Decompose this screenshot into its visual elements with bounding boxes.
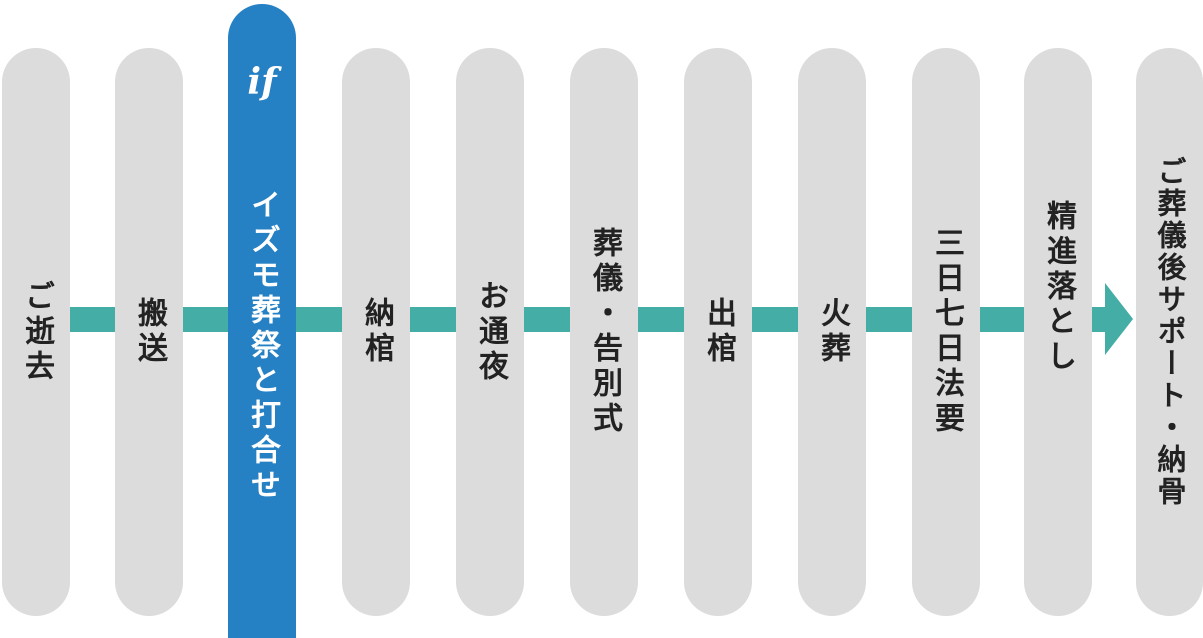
step-wake: お通夜 [456, 48, 524, 616]
connector-bar [402, 307, 465, 332]
step-departure: 出棺 [684, 48, 752, 616]
step-label: 精進落とし [1041, 199, 1076, 375]
step-label: 三日七日法要 [929, 227, 964, 437]
step-label: 搬送 [132, 297, 167, 367]
connector-bar [744, 307, 807, 332]
step-after-support: ご葬儀後サポート・納骨 [1136, 48, 1203, 616]
connector-bar [858, 307, 921, 332]
brand-logo: if [247, 61, 277, 103]
step-funeral-ceremony: 葬儀・告別式 [570, 48, 638, 616]
connector-bar [630, 307, 693, 332]
step-transport: 搬送 [115, 48, 183, 616]
connector-bar [516, 307, 579, 332]
step-label: 葬儀・告別式 [587, 227, 622, 437]
step-post-funeral-meal: 精進落とし [1024, 48, 1092, 616]
step-label: イズモ葬祭と打合せ [245, 188, 280, 504]
step-label: お通夜 [473, 279, 508, 385]
step-label: ご葬儀後サポート・納骨 [1153, 156, 1187, 508]
step-label: 納棺 [359, 297, 394, 367]
step-meeting-current: if イズモ葬祭と打合せ [228, 4, 296, 638]
arrow-head-icon [1105, 283, 1133, 355]
connector-bar [288, 307, 351, 332]
step-label: 火葬 [815, 297, 850, 367]
connector-bar [60, 307, 123, 332]
step-pasing-away: ご逝去 [2, 48, 70, 616]
step-encoffining: 納棺 [342, 48, 410, 616]
connector-bar [174, 307, 237, 332]
step-cremation: 火葬 [798, 48, 866, 616]
step-label: 出棺 [701, 297, 736, 367]
step-memorial-service: 三日七日法要 [912, 48, 980, 616]
step-label: ご逝去 [19, 279, 54, 385]
